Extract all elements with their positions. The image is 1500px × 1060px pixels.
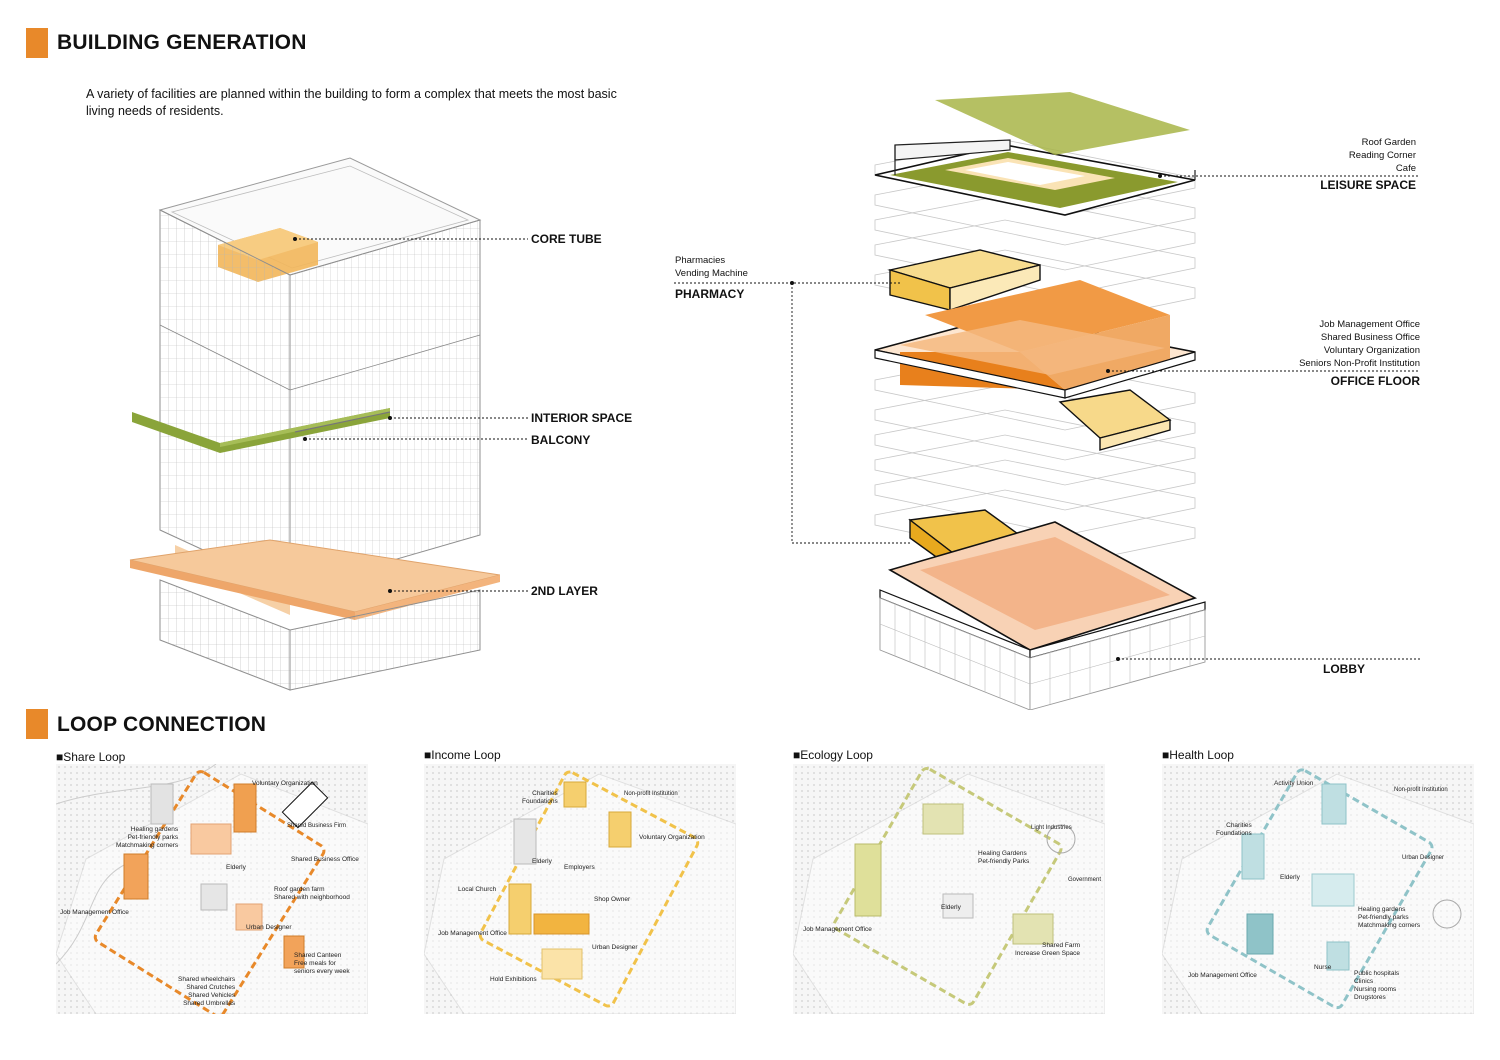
label-shop-owner: Shop Owner	[594, 896, 631, 903]
label-healing: Healing gardens Pet-friendly parks Match…	[1358, 906, 1421, 929]
intro-text: A variety of facilities are planned with…	[86, 87, 617, 118]
label-healing: Healing gardens Pet-friendly parks Match…	[116, 826, 179, 849]
loop-title-income: ■Income Loop	[424, 748, 501, 762]
leisure-item-2: Reading Corner	[1348, 150, 1416, 161]
label-charities: Charities Foundations	[522, 790, 558, 805]
ecology-loop-map	[793, 767, 1105, 1014]
label-nurse: Nurse	[1314, 964, 1332, 971]
label-shared-canteen: Shared Canteen Free meals for seniors ev…	[294, 952, 350, 975]
label-elderly: Elderly	[941, 904, 961, 911]
share-loop-map	[56, 764, 368, 1014]
share-loop-panel: Voluntary Organization Shared Business F…	[56, 764, 368, 1014]
section-marker	[26, 28, 48, 58]
loop-title-share: ■Share Loop	[56, 750, 126, 764]
label-employers: Employers	[564, 864, 595, 871]
label-urban-designer: Urban Designer	[246, 924, 292, 931]
callout-second-layer: 2ND LAYER	[531, 584, 598, 598]
section-title-loop: LOOP CONNECTION	[57, 713, 267, 736]
section-title-building: BUILDING GENERATION	[57, 31, 307, 54]
label-local-church: Local Church	[458, 886, 497, 893]
label-roof-farm: Roof garden farm Shared with neighborhoo…	[274, 886, 350, 901]
income-loop-panel: Charities Foundations Non-profit Institu…	[424, 764, 736, 1014]
label-urban-designer: Urban Designer	[1402, 855, 1445, 861]
leisure-item-3: Cafe	[1395, 163, 1416, 174]
income-loop-path	[478, 770, 700, 1008]
shared-business-firm-box	[281, 781, 329, 829]
label-job-office: Job Management Office	[438, 930, 507, 937]
label-elderly: Elderly	[226, 864, 246, 871]
label-voluntary-org: Voluntary Organization	[252, 780, 318, 787]
callout-leisure-space: LEISURE SPACE	[1320, 178, 1416, 192]
label-job-office: Job Management Office	[803, 926, 872, 933]
label-activity-union: Activity Union	[1274, 780, 1314, 787]
label-shared-aids: Shared wheelchairs Shared Crutches Share…	[178, 976, 236, 1007]
tower-diagram	[129, 157, 500, 691]
callout-pharmacy: PHARMACY	[675, 287, 745, 301]
callout-core-tube: CORE TUBE	[531, 232, 602, 246]
second-layer-slab	[129, 539, 500, 613]
health-loop-path	[1205, 768, 1434, 1010]
office-item-1: Job Management Office	[1319, 319, 1420, 330]
health-loop-panel: Activity Union Non-profit Institution Ch…	[1162, 764, 1474, 1014]
label-elderly: Elderly	[532, 858, 552, 865]
label-shared-farm: Shared Farm Increase Green Space	[1015, 942, 1081, 957]
loop-title-ecology: ■Ecology Loop	[793, 748, 873, 762]
pharmacy-item-2: Vending Machine	[675, 268, 748, 279]
leisure-item-1: Roof Garden	[1361, 137, 1416, 148]
label-job-office: Job Management Office	[60, 909, 129, 916]
section-marker	[26, 709, 48, 739]
pharmacy-item-1: Pharmacies	[675, 255, 726, 266]
office-item-2: Shared Business Office	[1320, 332, 1420, 343]
label-government: Government	[1068, 877, 1102, 883]
label-urban-designer: Urban Designer	[592, 944, 638, 951]
loop-title-health: ■Health Loop	[1162, 748, 1234, 762]
health-loop-map	[1162, 768, 1474, 1014]
office-item-3: Voluntary Organization	[1323, 345, 1420, 356]
label-healing-gardens: Healing Gardens Pet-friendly Parks	[978, 850, 1030, 865]
label-exhibitions: Hold Exhibitions	[490, 976, 537, 983]
label-shared-business-firm: Shared Business Firm	[287, 823, 347, 829]
callout-interior-space: INTERIOR SPACE	[531, 411, 633, 425]
label-elderly: Elderly	[1280, 874, 1300, 881]
office-item-4: Seniors Non-Profit Institution	[1299, 358, 1420, 369]
label-shared-business-office: Shared Business Office	[291, 856, 359, 863]
callout-balcony: BALCONY	[531, 433, 591, 447]
label-voluntary-org: Voluntary Organization	[639, 834, 705, 841]
ecology-loop-panel: Light Industries Healing Gardens Pet-fri…	[793, 764, 1105, 1014]
label-job-office: Job Management Office	[1188, 972, 1257, 979]
balcony-band	[132, 408, 390, 453]
callout-lobby: LOBBY	[1323, 662, 1365, 676]
callout-office-floor: OFFICE FLOOR	[1330, 374, 1420, 388]
label-light-industries: Light Industries	[1031, 825, 1072, 831]
label-public-hospitals: Public hospitals Clinics Nursing rooms D…	[1354, 970, 1400, 1001]
label-nonprofit: Non-profit Institution	[624, 791, 678, 797]
label-charities: Charities Foundations	[1216, 822, 1252, 837]
label-nonprofit: Non-profit Institution	[1394, 787, 1448, 793]
income-loop-map	[424, 770, 736, 1014]
